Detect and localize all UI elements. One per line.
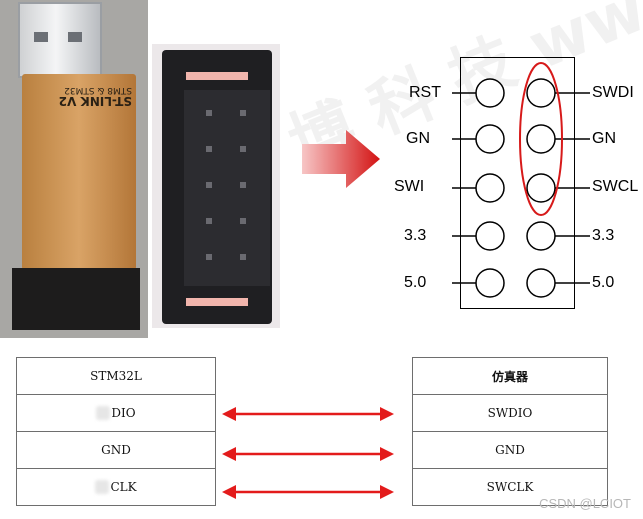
pin-label-left-2: GN	[406, 130, 430, 147]
pin-label-left-5: 5.0	[404, 274, 427, 291]
stm32-cell: DIO	[16, 394, 216, 432]
emulator-header: 仿真器	[412, 357, 608, 395]
pin-label-left-1: RST	[409, 84, 441, 101]
dongle-label: ST-LINK V2 STM8 & STM32	[58, 85, 132, 108]
pin-label-right-1: SWDI	[592, 84, 634, 101]
emulator-cell: GND	[412, 431, 608, 469]
pin-label-right-4: 3.3	[592, 227, 615, 244]
emulator-cell: SWCLK	[412, 468, 608, 506]
pin-label-left-3: SWI	[394, 178, 425, 195]
stm32-header: STM32L	[16, 357, 216, 395]
connector-slot-bottom	[186, 298, 248, 306]
pin-label-right-2: GN	[592, 130, 616, 147]
table-row: DIO	[16, 394, 216, 432]
pin-label-right-3: SWCL	[592, 178, 639, 195]
pinout-header-box	[460, 57, 575, 309]
stm32-cell: CLK	[16, 468, 216, 506]
table-row: GND	[412, 431, 608, 469]
table-row: SWCLK	[412, 468, 608, 506]
table-row: STM32L	[16, 357, 216, 395]
table-row: GND	[16, 431, 216, 469]
dongle-base	[12, 268, 140, 330]
connection-arrows	[222, 407, 394, 499]
connector-photo	[152, 44, 280, 328]
arrow-right-icon	[302, 130, 380, 188]
stm32-cell: GND	[16, 431, 216, 469]
pinout-diagram	[452, 62, 590, 298]
table-row: CLK	[16, 468, 216, 506]
swd-highlight-ellipse	[519, 62, 563, 216]
emulator-pin-table: 仿真器 SWDIO GND SWCLK	[412, 357, 608, 506]
connector-frame	[162, 50, 272, 324]
pin-label-right-5: 5.0	[592, 274, 615, 291]
emulator-cell: SWDIO	[412, 394, 608, 432]
table-row: SWDIO	[412, 394, 608, 432]
pin-label-left-4: 3.3	[404, 227, 427, 244]
stm32-pin-table: STM32L DIO GND CLK	[16, 357, 216, 506]
table-row: 仿真器	[412, 357, 608, 395]
connector-pin-area	[184, 90, 270, 286]
stlink-dongle-photo: ST-LINK V2 STM8 & STM32	[0, 0, 148, 338]
connector-slot-top	[186, 72, 248, 80]
usb-plug	[18, 2, 102, 78]
footer-credit: CSDN @LCIOT	[539, 496, 631, 511]
dongle-body: ST-LINK V2 STM8 & STM32	[22, 74, 136, 270]
